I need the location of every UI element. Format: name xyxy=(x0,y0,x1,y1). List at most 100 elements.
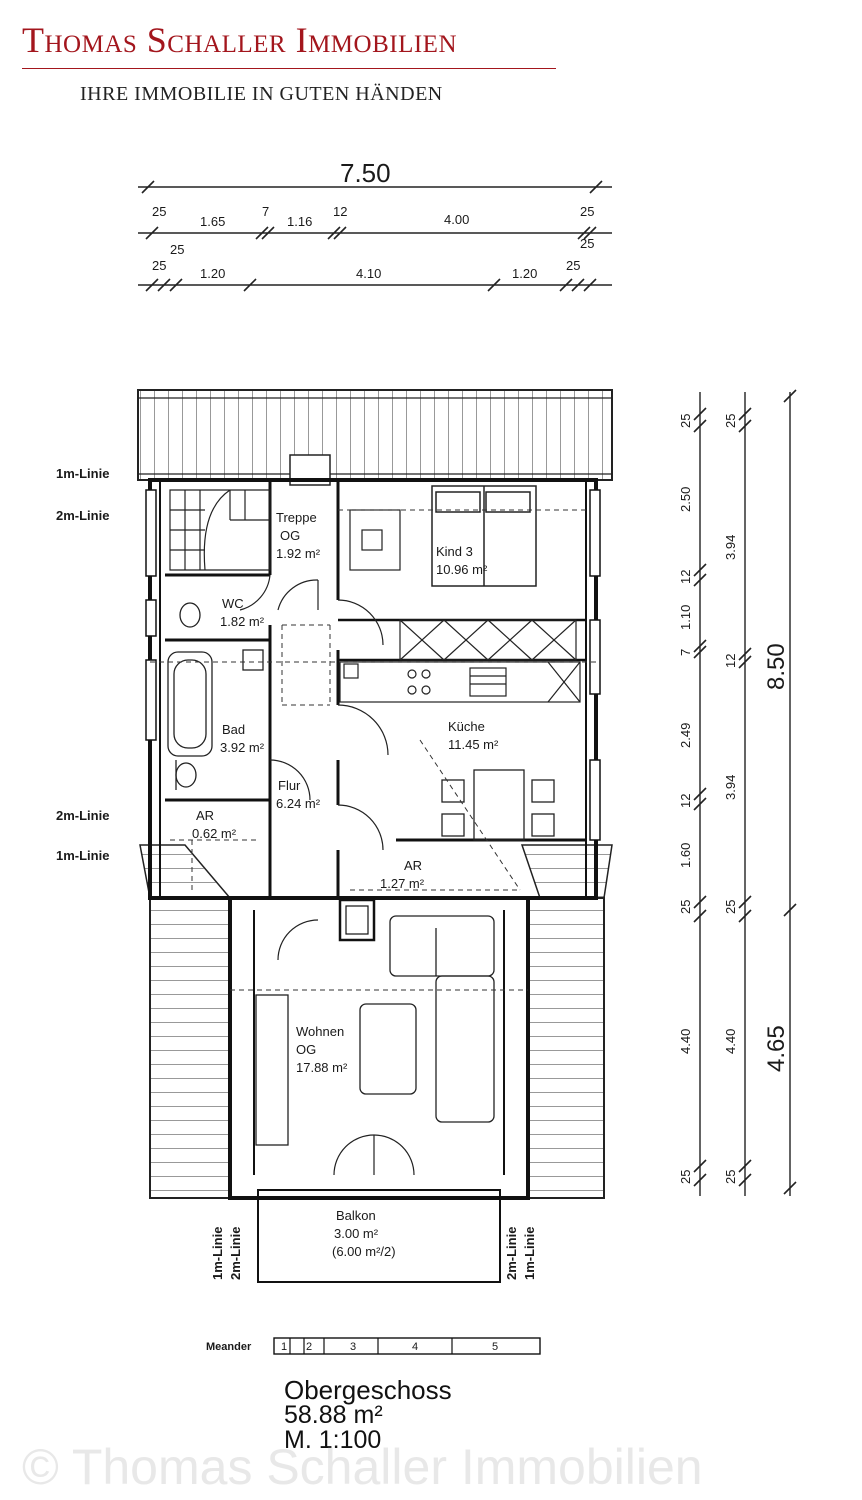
floor-area: 58.88 m² xyxy=(284,1401,383,1429)
company-slogan: IHRE IMMOBILIE IN GUTEN HÄNDEN xyxy=(80,83,443,105)
scale-bar: Meander 1 2 3 4 5 xyxy=(206,1337,541,1355)
svg-text:0.62 m²: 0.62 m² xyxy=(192,826,237,841)
svg-text:1.60: 1.60 xyxy=(678,843,693,868)
svg-text:1.92 m²: 1.92 m² xyxy=(276,546,321,561)
svg-text:25: 25 xyxy=(170,242,184,257)
roof-top xyxy=(137,389,613,486)
svg-text:3.94: 3.94 xyxy=(723,535,738,560)
dim-top-row1: 25 1.65 7 1.16 12 4.00 25 xyxy=(152,204,594,229)
svg-text:3.00 m²: 3.00 m² xyxy=(334,1226,379,1241)
dashed-guides xyxy=(150,509,596,991)
svg-text:AR: AR xyxy=(404,858,422,873)
dim-right-total-upper: 8.50 xyxy=(763,643,790,690)
svg-text:AR: AR xyxy=(196,808,214,823)
svg-text:25: 25 xyxy=(566,258,580,273)
windows xyxy=(145,489,601,841)
company-name: Thomas Schaller Immobilien xyxy=(22,20,457,60)
top-dimensions xyxy=(138,180,612,292)
svg-text:2: 2 xyxy=(306,1341,312,1353)
brand-header: Thomas Schaller Immobilien IHRE IMMOBILI… xyxy=(22,18,558,106)
scale-bar-label: Meander xyxy=(206,1341,252,1353)
living-furniture xyxy=(255,915,495,1146)
desk xyxy=(349,509,401,571)
room-labels: Treppe OG 1.92 m² Kind 3 10.96 m² WC 1.8… xyxy=(192,510,499,1259)
svg-text:1m-Linie: 1m-Linie xyxy=(210,1227,225,1280)
svg-text:17.88 m²: 17.88 m² xyxy=(296,1060,348,1075)
svg-text:7: 7 xyxy=(678,649,693,656)
svg-text:2.49: 2.49 xyxy=(678,723,693,748)
bed xyxy=(431,485,537,587)
svg-text:Treppe: Treppe xyxy=(276,510,317,525)
bath-fixtures xyxy=(167,602,264,790)
svg-text:OG: OG xyxy=(280,528,300,543)
svg-text:Kind 3: Kind 3 xyxy=(436,544,473,559)
svg-text:12: 12 xyxy=(723,654,738,668)
svg-text:7: 7 xyxy=(262,204,269,219)
svg-text:25: 25 xyxy=(678,1170,693,1184)
svg-text:Küche: Küche xyxy=(448,719,485,734)
dining-table xyxy=(441,769,555,841)
svg-text:11.45 m²: 11.45 m² xyxy=(448,737,499,752)
svg-text:Balkon: Balkon xyxy=(336,1208,376,1223)
svg-text:3.94: 3.94 xyxy=(723,775,738,800)
dim-top-row2: 25 25 1.20 4.10 1.20 25 25 xyxy=(152,236,594,281)
svg-text:Flur: Flur xyxy=(278,778,301,793)
svg-text:25: 25 xyxy=(723,414,738,428)
svg-text:2m-Linie: 2m-Linie xyxy=(56,508,109,523)
roof-lower-left xyxy=(139,844,232,1199)
wardrobe xyxy=(399,619,577,661)
svg-text:1.16: 1.16 xyxy=(287,214,312,229)
svg-text:2.50: 2.50 xyxy=(678,487,693,512)
svg-text:12: 12 xyxy=(678,570,693,584)
svg-text:25: 25 xyxy=(580,204,594,219)
svg-text:2m-Linie: 2m-Linie xyxy=(504,1227,519,1280)
svg-text:25: 25 xyxy=(678,414,693,428)
svg-text:4.10: 4.10 xyxy=(356,266,381,281)
staircase xyxy=(169,489,271,571)
right-dimensions xyxy=(693,389,797,1196)
svg-text:1m-Linie: 1m-Linie xyxy=(56,466,109,481)
floor-summary: Obergeschoss 58.88 m² M. 1:100 xyxy=(284,1375,452,1454)
svg-text:Wohnen: Wohnen xyxy=(296,1024,344,1039)
drawing-scale: M. 1:100 xyxy=(284,1426,382,1454)
svg-text:1.10: 1.10 xyxy=(678,605,693,630)
svg-text:1.27 m²: 1.27 m² xyxy=(380,876,425,891)
svg-text:4: 4 xyxy=(412,1341,418,1353)
doors xyxy=(239,574,415,1176)
dim-right-col2: 25 3.94 12 3.94 25 4.40 25 xyxy=(723,414,738,1184)
brand-divider xyxy=(22,68,556,69)
svg-text:1m-Linie: 1m-Linie xyxy=(522,1227,537,1280)
svg-text:1.20: 1.20 xyxy=(512,266,537,281)
svg-text:10.96 m²: 10.96 m² xyxy=(436,562,488,577)
kitchen-counter xyxy=(339,661,581,703)
copyright-watermark: © Thomas Schaller Immobilien xyxy=(22,1439,703,1495)
svg-text:3: 3 xyxy=(350,1341,356,1353)
dim-right-total-lower: 4.65 xyxy=(763,1025,790,1072)
svg-text:1.65: 1.65 xyxy=(200,214,225,229)
svg-text:OG: OG xyxy=(296,1042,316,1057)
dim-top-total: 7.50 xyxy=(340,158,391,188)
svg-text:25: 25 xyxy=(152,204,166,219)
svg-text:12: 12 xyxy=(333,204,347,219)
balcony xyxy=(257,1189,501,1283)
svg-text:3.92 m²: 3.92 m² xyxy=(220,740,265,755)
svg-text:1m-Linie: 1m-Linie xyxy=(56,848,109,863)
svg-text:4.00: 4.00 xyxy=(444,212,469,227)
svg-text:WC: WC xyxy=(222,596,244,611)
height-line-labels: 1m-Linie 2m-Linie 2m-Linie 1m-Linie 1m-L… xyxy=(56,466,537,1280)
svg-text:Bad: Bad xyxy=(222,722,245,737)
svg-text:25: 25 xyxy=(152,258,166,273)
svg-text:12: 12 xyxy=(678,794,693,808)
floor-name: Obergeschoss xyxy=(284,1375,452,1405)
svg-text:1: 1 xyxy=(281,1341,287,1353)
roof-lower-right xyxy=(520,844,613,1199)
svg-text:25: 25 xyxy=(723,900,738,914)
svg-text:4.40: 4.40 xyxy=(723,1029,738,1054)
svg-text:1.82 m²: 1.82 m² xyxy=(220,614,265,629)
svg-text:5: 5 xyxy=(492,1341,498,1353)
svg-text:25: 25 xyxy=(678,900,693,914)
svg-text:2m-Linie: 2m-Linie xyxy=(228,1227,243,1280)
svg-text:25: 25 xyxy=(580,236,594,251)
svg-text:4.40: 4.40 xyxy=(678,1029,693,1054)
